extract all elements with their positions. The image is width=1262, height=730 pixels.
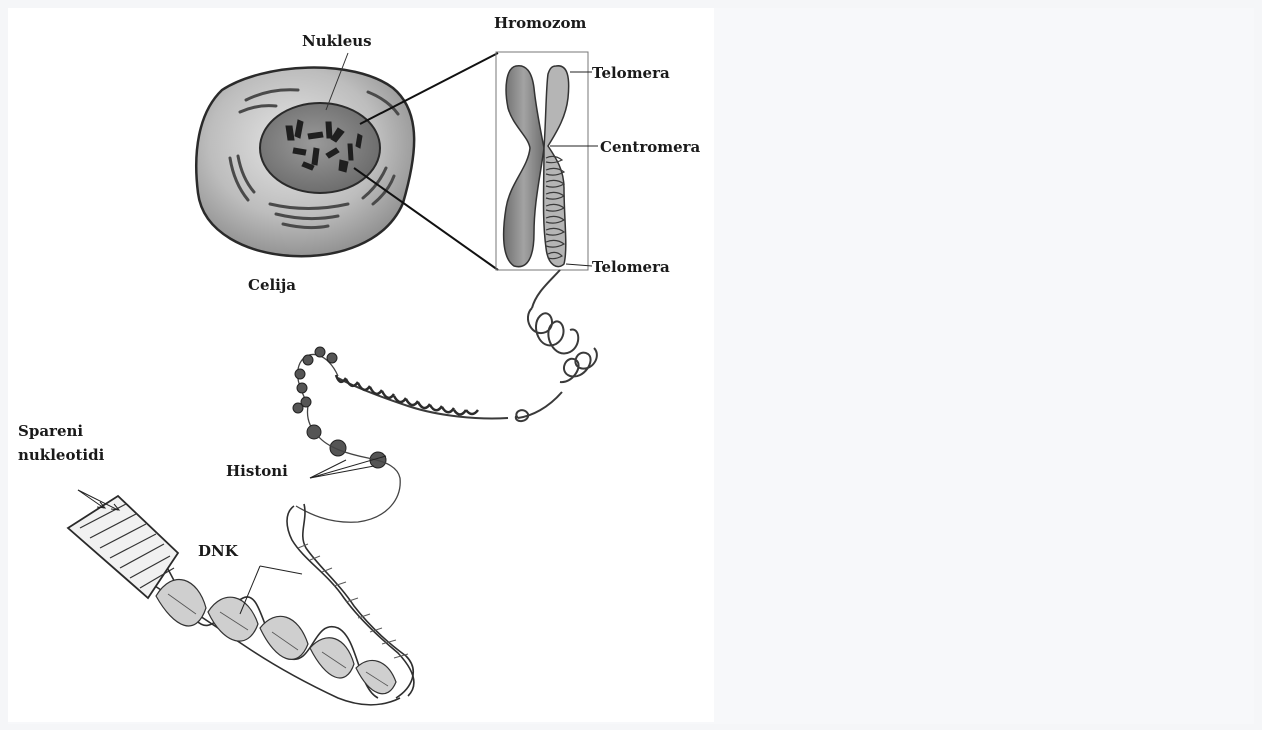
paired-nucleotides xyxy=(68,490,396,694)
cell xyxy=(196,53,414,256)
nucleosome-loop xyxy=(293,347,400,522)
diagram-canvas: Nukleus Hromozom Telomera Centromera Tel… xyxy=(8,8,1254,724)
solenoid xyxy=(336,375,478,415)
label-cell: Celija xyxy=(248,276,296,294)
label-histones: Histoni xyxy=(226,462,288,480)
label-telomere-bottom: Telomera xyxy=(592,258,670,276)
label-nucleus: Nukleus xyxy=(302,32,372,50)
label-dna: DNK xyxy=(198,542,238,560)
label-chromosome: Hromozom xyxy=(494,14,586,32)
label-telomere-top: Telomera xyxy=(592,64,670,82)
label-paired-nucleotides-line1: Spareni xyxy=(18,422,83,440)
label-paired-nucleotides-line2: nukleotidi xyxy=(18,446,104,464)
cell-to-dna-illustration: Nukleus Hromozom Telomera Centromera Tel… xyxy=(8,8,714,722)
label-centromere: Centromera xyxy=(600,138,700,156)
illustration-drawing xyxy=(8,8,714,722)
chromosome xyxy=(496,52,598,270)
chromatin-fiber xyxy=(338,270,597,421)
